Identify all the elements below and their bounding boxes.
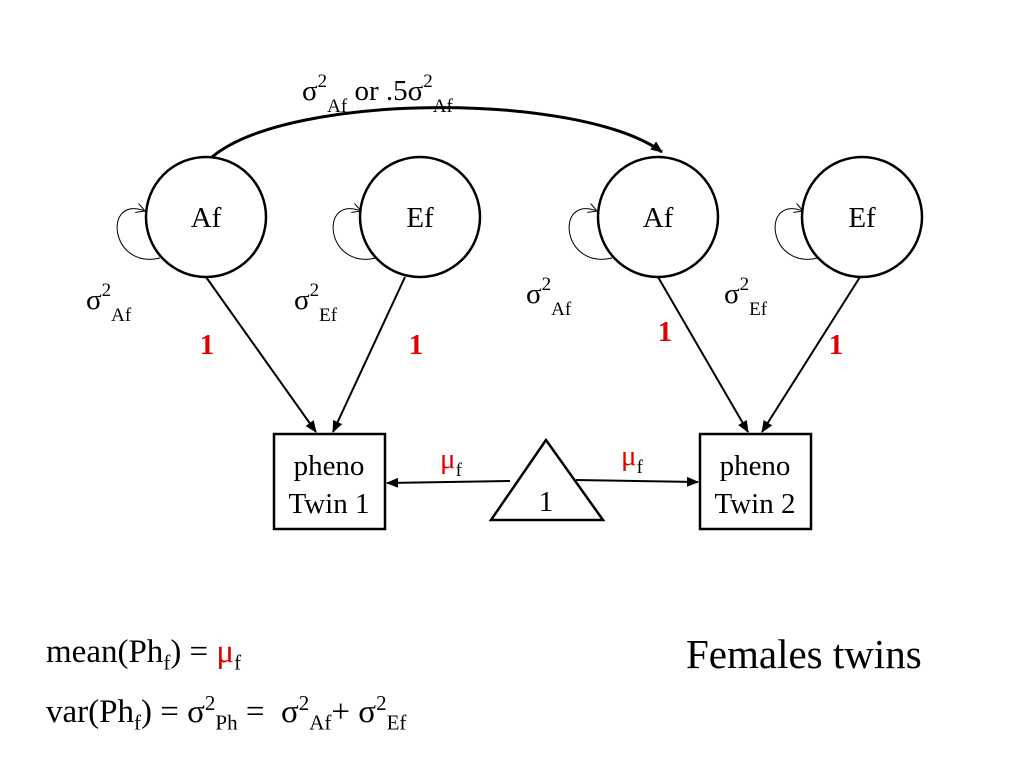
twin2-mean-path <box>575 476 699 487</box>
twin2-a-variance-loop <box>568 209 613 260</box>
or-half-text: or .5 <box>347 75 407 107</box>
diagram-caption: Females twins <box>686 631 922 677</box>
twin2-e-path <box>761 276 861 433</box>
twin2-e-variance-label: σ2Ef <box>724 274 768 320</box>
twin2-e-variance-loop <box>774 209 819 260</box>
variance-formula: var(Phf) = σ2Ph = σ2Af+ σ2Ef <box>46 691 407 735</box>
twin2-a-path-value: 1 <box>658 316 673 348</box>
twin1-a-variance-label: σ2Af <box>86 280 132 326</box>
twin1-e-variance-loop <box>332 209 377 260</box>
twin2-latent-e-label: Ef <box>848 202 876 234</box>
mean-formula: mean(Phf) = μf <box>46 634 242 675</box>
twin1-a-path-value: 1 <box>200 329 215 361</box>
twin2-a-variance-label: σ2Af <box>526 274 572 320</box>
genetic-covariance-arc <box>200 106 663 168</box>
constant-label: 1 <box>539 486 554 518</box>
constant-triangle <box>488 437 606 522</box>
twin1-e-path <box>332 276 406 433</box>
twin2-latent-a-label: Af <box>643 202 674 234</box>
twin1-a-path <box>205 276 317 433</box>
twin2-mean-label: μf <box>621 440 644 478</box>
twin1-phenotype-line2: Twin 1 <box>289 488 370 520</box>
twin2-phenotype-line2: Twin 2 <box>715 488 796 520</box>
twin1-mean-label: μf <box>440 443 463 481</box>
twin1-a-variance-loop <box>116 209 161 260</box>
twin1-phenotype-box <box>272 432 387 531</box>
twin1-latent-e <box>358 155 482 279</box>
twin2-a-path <box>657 276 749 433</box>
twin2-phenotype-line1: pheno <box>720 450 791 482</box>
twin1-phenotype-line1: pheno <box>294 450 365 482</box>
twin1-e-path-value: 1 <box>409 329 424 361</box>
sigma-symbol: σ <box>302 75 318 107</box>
twin2-phenotype-box <box>698 432 813 531</box>
twin1-e-variance-label: σ2Ef <box>294 280 338 326</box>
twin2-latent-e <box>800 155 924 279</box>
mean-mu-symbol: μ <box>216 634 235 670</box>
genetic-covariance-label: σ2Af or .5σ2Af <box>302 71 453 117</box>
twin1-mean-path <box>386 477 511 488</box>
twin1-latent-a-label: Af <box>191 202 222 234</box>
twin2-e-path-value: 1 <box>829 329 844 361</box>
twin1-latent-e-label: Ef <box>406 202 434 234</box>
